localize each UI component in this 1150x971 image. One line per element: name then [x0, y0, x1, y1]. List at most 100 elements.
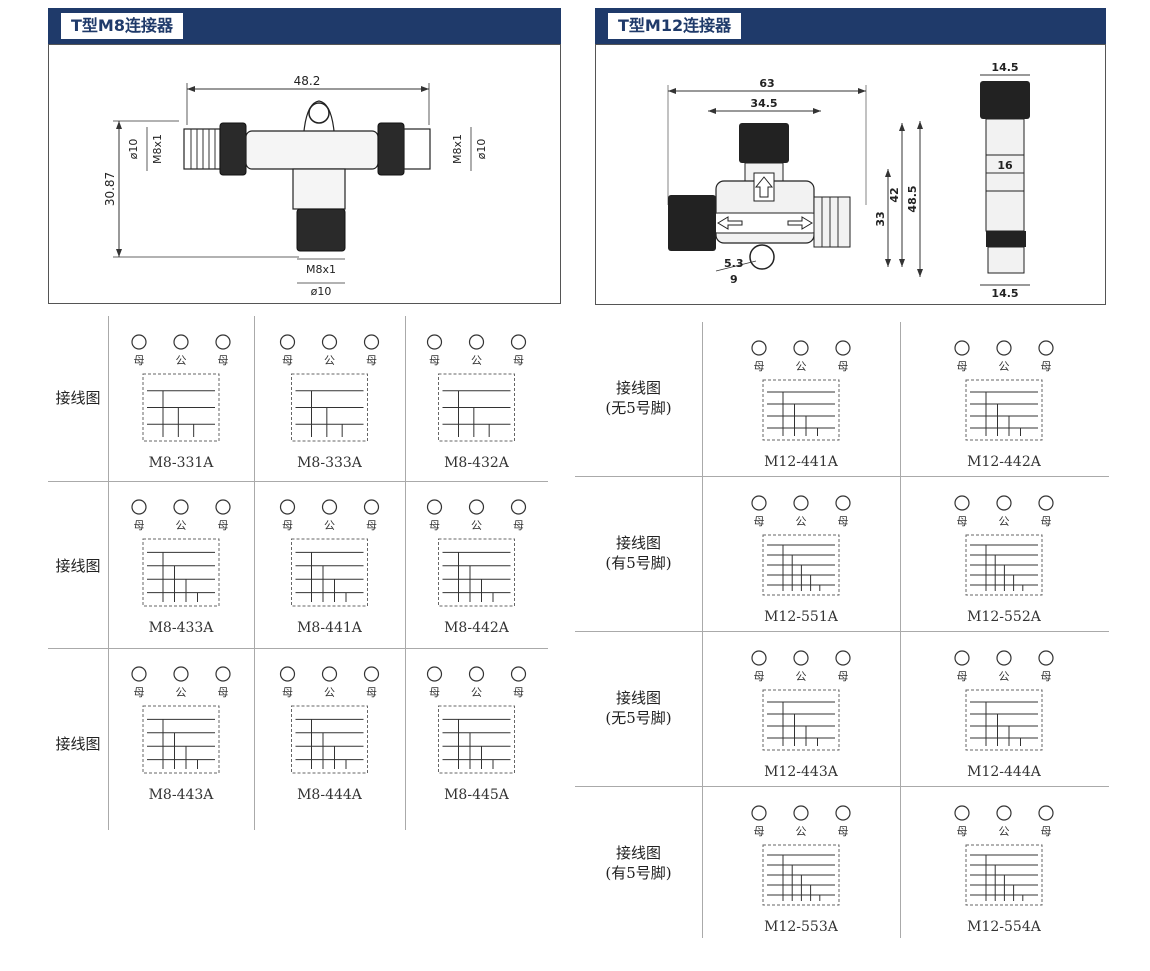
pin-face-icon — [510, 666, 527, 682]
model-label: M8-442A — [444, 620, 509, 636]
wiring-box — [762, 689, 840, 751]
m8-dia-right: ø10 — [475, 139, 488, 160]
model-label: M12-443A — [764, 764, 838, 780]
gender-label: 母 — [1041, 515, 1052, 528]
pin-face-icon — [363, 666, 380, 682]
gender-label: 母 — [754, 515, 765, 528]
gender-label: 公 — [176, 519, 187, 532]
wiring-box — [142, 373, 220, 442]
gender-label: 母 — [134, 354, 145, 367]
m8-thread-right: M8x1 — [451, 134, 464, 164]
model-label: M8-443A — [148, 787, 214, 803]
wiring-diagram: 母公母 — [954, 805, 1054, 906]
gender-label: 母 — [513, 686, 524, 699]
gender-label: 母 — [1041, 360, 1052, 373]
m8-title: T型M8连接器 — [61, 13, 183, 39]
m8-dim-width: 48.2 — [294, 74, 321, 88]
gender-label: 母 — [429, 686, 440, 699]
pin-face-icon — [510, 334, 527, 350]
wiring-box — [965, 534, 1043, 596]
m8-thread-left: M8x1 — [151, 134, 164, 164]
gender-label: 母 — [134, 686, 145, 699]
pin-face-icon — [279, 666, 296, 682]
gender-label: 母 — [366, 354, 377, 367]
gender-label: 公 — [176, 686, 187, 699]
wiring-diagram: 母公母 — [954, 650, 1054, 751]
pin-face-icon — [279, 499, 296, 515]
wiring-diagram: 母公母 — [279, 499, 380, 607]
gender-label: 母 — [838, 515, 849, 528]
gender-label: 母 — [838, 825, 849, 838]
m12-row-label: 接线图 (无5号脚) — [605, 379, 672, 417]
m12-dim-42: 42 — [888, 187, 901, 202]
pin-face-icon — [1038, 650, 1054, 666]
m12-panel: T型M12连接器 63 34.5 — [595, 8, 1106, 305]
gender-label: 母 — [838, 670, 849, 683]
pin-face-icon — [954, 650, 970, 666]
gender-label: 公 — [796, 515, 807, 528]
pin-face-icon — [835, 805, 851, 821]
gender-label: 母 — [366, 686, 377, 699]
m8-row-label-3: 接线图 — [55, 735, 101, 753]
m12-drawing-box: 63 34.5 5.3 9 — [595, 44, 1106, 305]
pin-face-icon — [793, 650, 809, 666]
m12-header: T型M12连接器 — [595, 8, 1106, 44]
gender-label: 公 — [471, 686, 482, 699]
pin-face-icon — [321, 334, 338, 350]
wiring-box — [291, 538, 368, 607]
pin-face-icon — [173, 499, 189, 515]
gender-label: 母 — [282, 686, 293, 699]
wiring-box — [762, 379, 840, 441]
pin-face-icon — [835, 650, 851, 666]
gender-label: 母 — [218, 354, 229, 367]
m8-drawing: 48.2 30.87 M8x1 ø10 — [103, 74, 488, 298]
m12-side-mid: 16 — [997, 159, 1013, 172]
pin-face-icon — [173, 334, 189, 350]
pin-face-icon — [215, 499, 231, 515]
gender-label: 公 — [999, 515, 1010, 528]
pin-face-icon — [426, 499, 443, 515]
pin-face-icon — [751, 805, 767, 821]
pin-face-icon — [468, 334, 485, 350]
gender-label: 公 — [471, 519, 482, 532]
pin-face-icon — [1038, 495, 1054, 511]
gender-label: 母 — [957, 670, 968, 683]
wiring-diagram: 母公母 — [279, 334, 380, 442]
pin-face-icon — [793, 495, 809, 511]
gender-label: 母 — [754, 825, 765, 838]
model-label: M12-442A — [967, 454, 1041, 470]
wiring-box — [762, 844, 840, 906]
pin-face-icon — [131, 666, 147, 682]
gender-label: 公 — [324, 686, 335, 699]
pin-face-icon — [1038, 340, 1054, 356]
wiring-box — [965, 379, 1043, 441]
wiring-box — [438, 373, 515, 442]
wiring-diagram: 母公母 — [131, 666, 231, 774]
gender-label: 母 — [429, 519, 440, 532]
model-label: M12-444A — [967, 764, 1041, 780]
m8-dia-bottom: ø10 — [311, 285, 332, 298]
pin-face-icon — [996, 805, 1012, 821]
model-label: M8-444A — [297, 787, 362, 803]
wiring-diagram: 母公母 — [426, 499, 527, 607]
gender-label: 公 — [999, 360, 1010, 373]
gender-label: 公 — [999, 825, 1010, 838]
pin-face-icon — [954, 340, 970, 356]
gender-label: 母 — [513, 354, 524, 367]
m8-row-label-2: 接线图 — [55, 557, 101, 575]
pin-face-icon — [363, 334, 380, 350]
wiring-diagram: 母公母 — [426, 666, 527, 774]
m12-side-bottom: 14.5 — [991, 287, 1018, 300]
gender-label: 公 — [324, 519, 335, 532]
gender-label: 公 — [176, 354, 187, 367]
model-label: M12-553A — [764, 919, 838, 935]
pin-face-icon — [510, 499, 527, 515]
m12-dim-9: 9 — [730, 273, 738, 286]
m8-drawing-box: 48.2 30.87 M8x1 ø10 — [48, 44, 561, 304]
gender-label: 母 — [1041, 825, 1052, 838]
pin-face-icon — [321, 666, 338, 682]
pin-face-icon — [279, 334, 296, 350]
model-label: M12-552A — [967, 609, 1041, 625]
pin-face-icon — [131, 499, 147, 515]
m8-panel: T型M8连接器 48.2 30.87 M8x1 ø10 — [48, 8, 561, 304]
